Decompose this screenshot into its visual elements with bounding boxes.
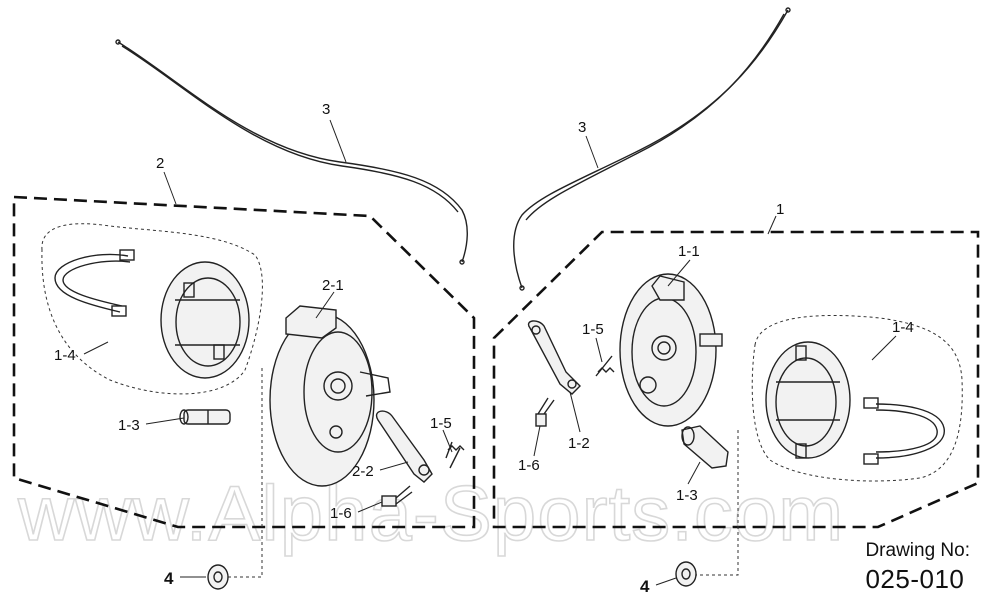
left-bolt [381,485,413,507]
callout-right-cable: 3 [578,119,586,136]
right-backing-plate [619,273,723,427]
right-bolt [535,397,555,427]
callout-left-spring: 1-5 [430,415,452,432]
callout-right-assembly: 1 [776,201,784,218]
left-cam-shaft [179,409,231,425]
callout-right-cam: 1-3 [676,487,698,504]
left-return-spring [445,441,465,469]
callout-right-arm: 1-2 [568,435,590,452]
left-brake-cable [115,39,468,265]
callout-right-washer: 4 [640,577,650,596]
right-washer-leader [696,430,739,576]
callout-left-arm: 2-2 [352,463,374,480]
left-assembly-outline [12,195,476,529]
callout-left-washer: 4 [164,569,174,588]
drawing-number-block: Drawing No: 025-010 [865,540,970,595]
callout-left-bolt: 1-6 [330,505,352,522]
callout-left-assembly: 2 [156,155,164,172]
left-brake-shoes [160,261,250,379]
callout-right-shoes: 1-4 [892,319,914,336]
callout-right-spring: 1-5 [582,321,604,338]
callout-left-cable: 3 [322,101,330,118]
callout-right-bolt: 1-6 [518,457,540,474]
left-washer [207,564,229,590]
callout-left-shoes: 1-4 [54,347,76,364]
callout-right-panel: 1-1 [678,243,700,260]
left-brake-arm [375,410,433,483]
callout-left-cam: 1-3 [118,417,140,434]
right-shoe-group-outline [751,315,963,482]
left-shoe-spring-clip [54,249,135,317]
right-cam-shaft [681,425,729,469]
drawing-number-value: 025-010 [865,564,965,594]
right-brake-shoes [765,341,851,459]
right-washer [675,561,697,587]
watermark-text: www.Alpha-Sports.com [17,469,844,557]
left-backing-plate [269,305,391,487]
callout-left-panel: 2-1 [322,277,344,294]
right-brake-arm [527,320,581,395]
right-shoe-spring-clip [863,397,945,465]
left-shoe-group-outline [41,223,263,395]
leader-lines [83,119,897,586]
drawing-number-label: Drawing No: [865,540,970,561]
right-return-spring [595,355,615,377]
right-brake-cable [513,7,791,291]
right-assembly-outline [492,230,980,529]
